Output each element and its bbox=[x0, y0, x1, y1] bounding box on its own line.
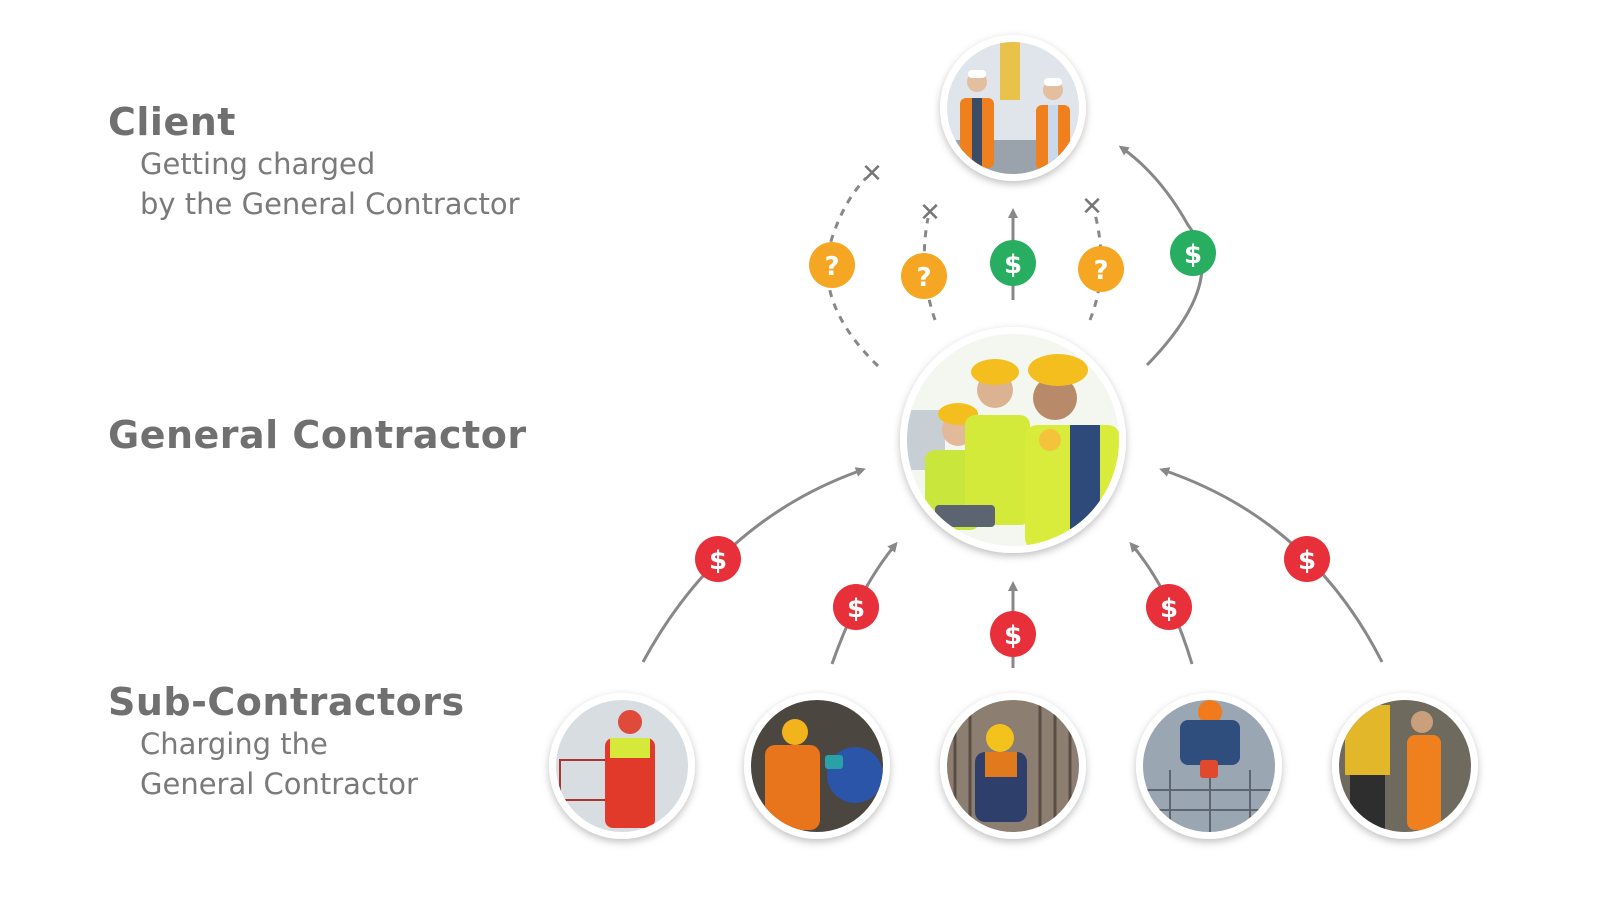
sub-contractor-photo-4 bbox=[1136, 693, 1282, 839]
arrow-sub1-to-gc bbox=[641, 467, 866, 663]
svg-text:?: ? bbox=[824, 252, 839, 282]
arrow-sub5-to-gc bbox=[1159, 467, 1384, 663]
red-dollar-badge-4: $ bbox=[1146, 584, 1192, 630]
blocked-mark-midright: ✕ bbox=[1081, 192, 1103, 222]
sub-contractor-photo-5 bbox=[1332, 693, 1478, 839]
sub-contractors-title: Sub-Contractors bbox=[108, 680, 465, 724]
svg-text:$: $ bbox=[847, 594, 865, 624]
svg-text:$: $ bbox=[1298, 546, 1316, 576]
sub-contractor-photo-1 bbox=[549, 693, 695, 839]
sub-contractors-subtitle-line1: Charging the bbox=[140, 727, 328, 761]
arrow-gc-to-client-right bbox=[1118, 145, 1204, 367]
sub-contractor-photo-3 bbox=[940, 693, 1086, 839]
blocked-mark-left: ✕ bbox=[861, 159, 883, 189]
general-contractor-label-block: General Contractor bbox=[108, 413, 527, 457]
upper-badges: ? ? $ ? $ bbox=[809, 230, 1216, 299]
green-dollar-badge-center: $ bbox=[990, 240, 1036, 286]
red-dollar-badge-1: $ bbox=[695, 536, 741, 582]
question-badge-1: ? bbox=[809, 242, 855, 288]
svg-text:$: $ bbox=[1184, 240, 1202, 270]
general-contractor-photo bbox=[900, 327, 1126, 553]
client-subtitle-line1: Getting charged bbox=[140, 147, 376, 181]
dashed-gc-to-client-left bbox=[825, 176, 880, 368]
dashed-gc-to-client-midright bbox=[1088, 209, 1103, 321]
svg-text:?: ? bbox=[916, 263, 931, 293]
client-label-block: Client Getting charged by the General Co… bbox=[108, 100, 520, 224]
client-photo bbox=[940, 35, 1086, 181]
blocked-mark-midleft: ✕ bbox=[919, 198, 941, 228]
client-title: Client bbox=[108, 100, 236, 144]
red-dollar-badge-3: $ bbox=[990, 611, 1036, 657]
lower-badges: $ $ $ $ $ bbox=[695, 536, 1330, 657]
svg-text:$: $ bbox=[709, 546, 727, 576]
sub-contractors-subtitle-line2: General Contractor bbox=[140, 767, 418, 801]
general-contractor-title: General Contractor bbox=[108, 413, 527, 457]
sub-contractors-label-block: Sub-Contractors Charging the General Con… bbox=[108, 680, 465, 804]
svg-text:?: ? bbox=[1093, 256, 1108, 286]
svg-text:$: $ bbox=[1160, 594, 1178, 624]
svg-text:$: $ bbox=[1004, 621, 1022, 651]
green-dollar-badge-right: $ bbox=[1170, 230, 1216, 276]
question-badge-2: ? bbox=[901, 253, 947, 299]
red-dollar-badge-2: $ bbox=[833, 584, 879, 630]
client-subtitle-line2: by the General Contractor bbox=[140, 187, 520, 221]
svg-text:$: $ bbox=[1004, 250, 1022, 280]
question-badge-3: ? bbox=[1078, 246, 1124, 292]
red-dollar-badge-5: $ bbox=[1284, 536, 1330, 582]
blocked-marks: ✕ ✕ ✕ bbox=[861, 159, 1103, 228]
sub-contractor-photo-2 bbox=[744, 693, 890, 839]
